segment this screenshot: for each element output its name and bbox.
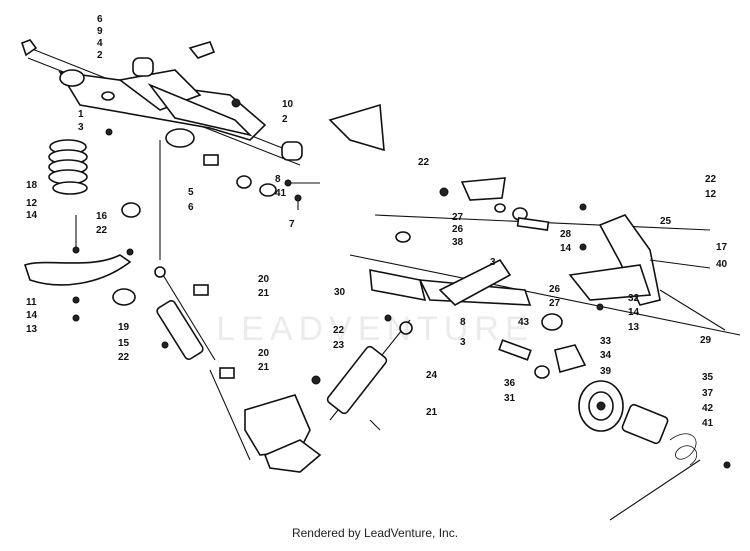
callout-30: 30 [334, 287, 346, 298]
callout-31: 31 [504, 393, 516, 404]
callout-39: 39 [600, 366, 612, 377]
rear-arm-assembly [349, 177, 741, 373]
callout-2: 2 [97, 50, 103, 61]
callout-10: 10 [282, 99, 294, 110]
callout-41b: 41 [702, 418, 714, 429]
callout-9: 9 [97, 26, 103, 37]
callout-6b: 6 [188, 202, 194, 213]
idler-wheel-and-spring [498, 339, 731, 521]
callout-4: 4 [97, 38, 103, 49]
callout-20b: 20 [258, 348, 270, 359]
callout-32: 32 [628, 293, 640, 304]
callout-6: 6 [97, 14, 103, 25]
callout-7: 7 [289, 219, 295, 230]
spring-assembly [23, 139, 141, 322]
callout-27b: 27 [549, 298, 561, 309]
callout-labels: 6 9 4 2 1 3 10 2 5 6 8 41 7 18 12 14 16 … [26, 14, 728, 429]
callout-22d: 22 [705, 174, 717, 185]
callout-40: 40 [716, 259, 728, 270]
watermark-logo: LEADVENTURE [216, 310, 534, 348]
callout-41: 41 [275, 188, 287, 199]
callout-26b: 26 [549, 284, 561, 295]
callout-16: 16 [96, 211, 108, 222]
callout-3b: 3 [490, 257, 496, 268]
callout-36: 36 [504, 378, 516, 389]
callout-8b: 8 [460, 317, 466, 328]
callout-22e: 22 [333, 325, 345, 336]
callout-13b: 13 [628, 322, 640, 333]
callout-34: 34 [600, 350, 612, 361]
callout-14b: 14 [26, 310, 38, 321]
front-arm-assembly [20, 39, 385, 210]
callout-23: 23 [333, 340, 345, 351]
callout-22: 22 [96, 225, 108, 236]
callout-29: 29 [700, 335, 712, 346]
callout-22c: 22 [418, 157, 430, 168]
callout-2b: 2 [282, 114, 288, 125]
callout-8: 8 [275, 174, 281, 185]
callout-18: 18 [26, 180, 38, 191]
callout-26: 26 [452, 224, 464, 235]
callout-3: 3 [78, 122, 84, 133]
front-shock [154, 266, 235, 379]
callout-1: 1 [78, 109, 84, 120]
callout-38: 38 [452, 237, 464, 248]
callout-12b: 12 [705, 189, 717, 200]
callout-24: 24 [426, 370, 438, 381]
callout-21c: 21 [426, 407, 438, 418]
lower-bracket [159, 140, 322, 473]
callout-13: 13 [26, 324, 38, 335]
callout-20: 20 [258, 274, 270, 285]
callout-11: 11 [26, 297, 37, 308]
callout-15: 15 [118, 338, 130, 349]
callout-21: 21 [258, 288, 270, 299]
callout-42: 42 [702, 403, 714, 414]
callout-14d: 14 [628, 307, 640, 318]
callout-3c: 3 [460, 337, 466, 348]
rear-shock [311, 314, 413, 431]
callout-28: 28 [560, 229, 572, 240]
callout-27: 27 [452, 212, 464, 223]
callout-12: 12 [26, 198, 38, 209]
callout-37: 37 [702, 388, 714, 399]
callout-35: 35 [702, 372, 714, 383]
callout-17: 17 [716, 242, 728, 253]
callout-19: 19 [118, 322, 130, 333]
callout-21b: 21 [258, 362, 270, 373]
callout-43: 43 [518, 317, 530, 328]
callout-22b: 22 [118, 352, 130, 363]
callout-5: 5 [188, 187, 194, 198]
callout-25: 25 [660, 216, 672, 227]
callout-14: 14 [26, 210, 38, 221]
callout-14c: 14 [560, 243, 572, 254]
footer-credit: Rendered by LeadVenture, Inc. [291, 526, 459, 540]
callout-33: 33 [600, 336, 612, 347]
